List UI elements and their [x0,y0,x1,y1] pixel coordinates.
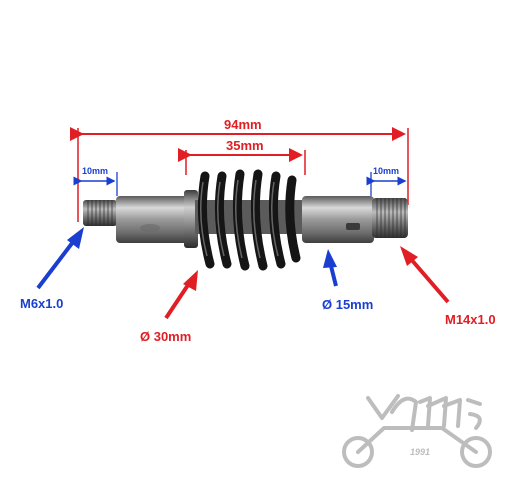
left-collar [184,190,198,248]
m6-thread-label: M6x1.0 [20,296,64,311]
shaft-diameter-arrow [323,249,338,287]
m6-arrow [36,227,84,290]
overall-length-dimension [70,127,409,222]
right-shaft-body [302,196,374,243]
overall-length-label: 94mm [224,117,262,132]
spring-length-dimension [178,148,306,175]
right-thread-dimension [366,172,407,196]
m14-thread-label: M14x1.0 [445,312,496,327]
spring-length-label: 35mm [226,138,264,153]
spring-diameter-arrow [164,270,198,320]
right-thread-length-label: 10mm [373,166,400,176]
left-thread-length-label: 10mm [82,166,109,176]
spring-diameter-label: Ø 30mm [140,329,192,344]
spring [197,169,301,271]
brand-logo-year: 1991 [410,447,431,457]
m14-arrow [400,246,450,304]
shaft [83,169,408,271]
left-thread-dimension [73,172,118,196]
brand-logo [342,394,492,468]
left-shaft-body [116,196,188,243]
shaft-diameter-label: Ø 15mm [322,297,374,312]
